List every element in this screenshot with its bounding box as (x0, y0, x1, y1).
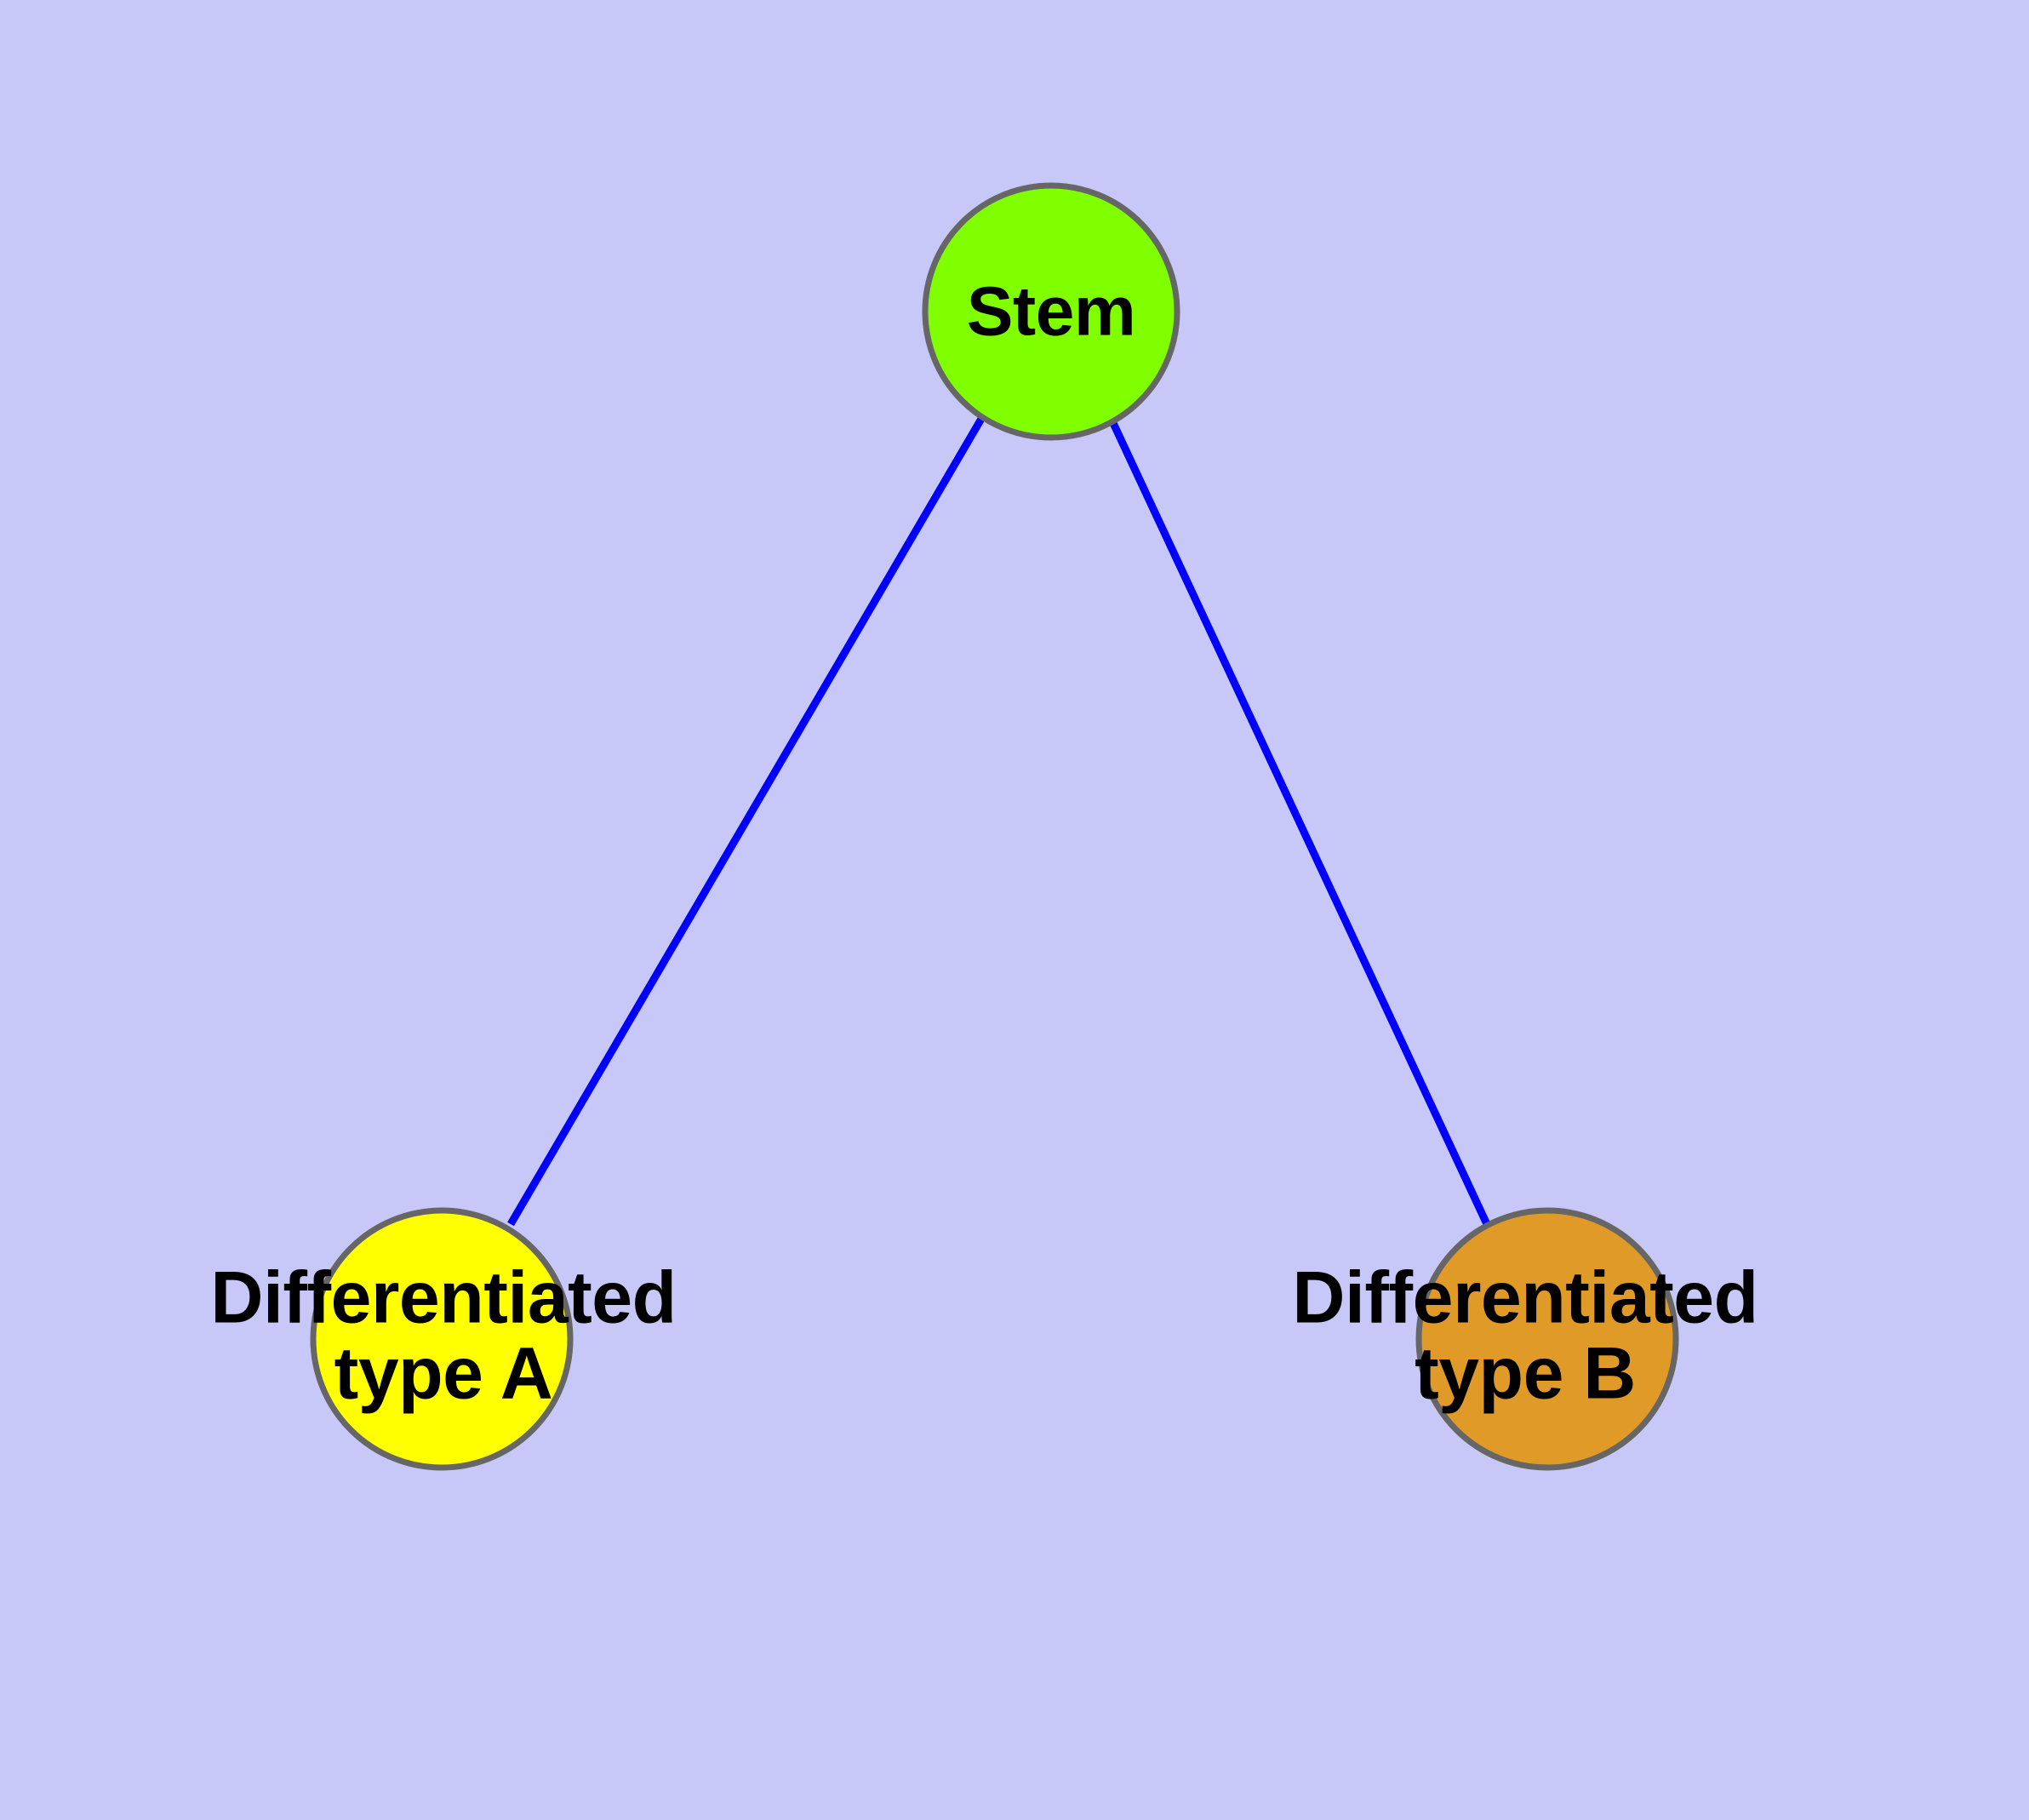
edge-layer (507, 416, 1491, 1227)
node-differentiated-type-a[interactable] (310, 1207, 574, 1471)
node-layer (310, 182, 1679, 1471)
edge-stem-to-differentiated-type-b[interactable] (1109, 421, 1491, 1226)
node-differentiated-type-b[interactable] (1415, 1207, 1679, 1471)
edge-stem-to-differentiated-type-a[interactable] (507, 416, 985, 1227)
node-stem[interactable] (922, 182, 1180, 441)
